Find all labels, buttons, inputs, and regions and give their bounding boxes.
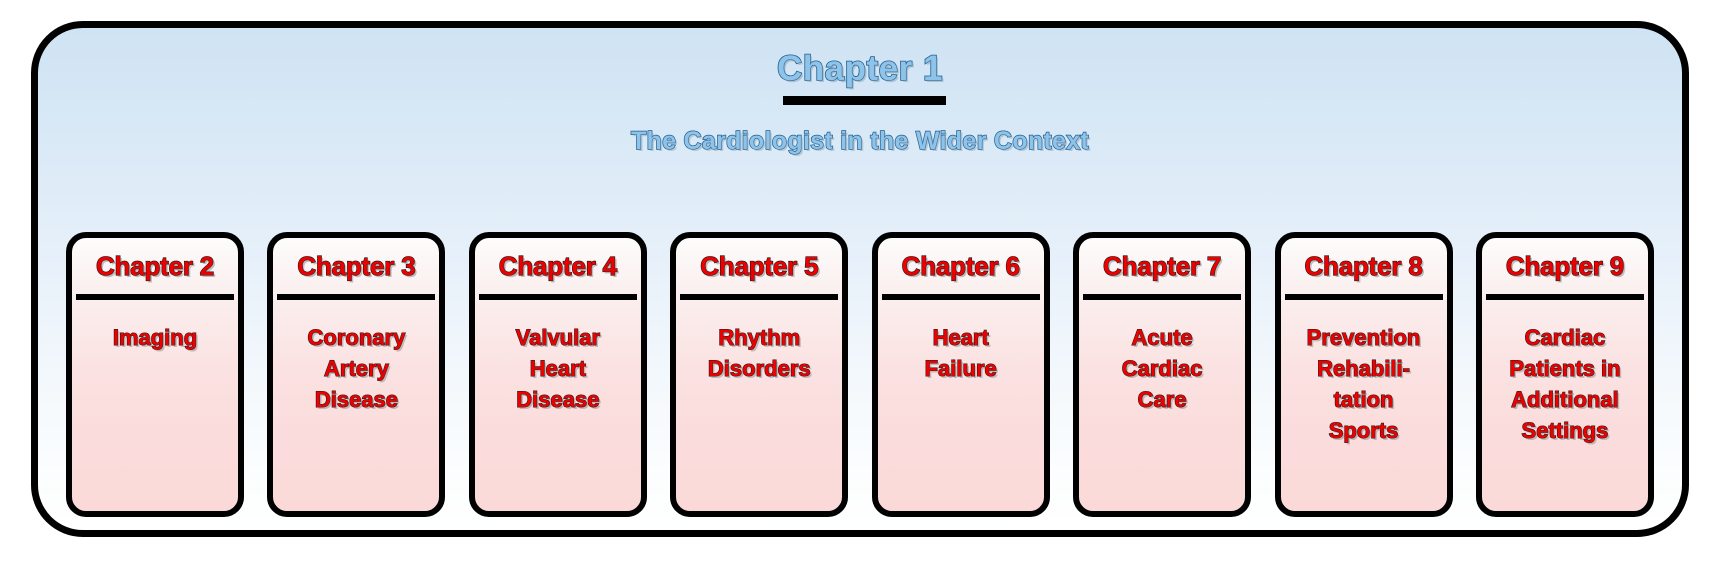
chapter1-title: Chapter 1 — [776, 48, 943, 89]
chapter-boxes-row: Chapter 2 Imaging Chapter 3 Coronary Art… — [66, 232, 1654, 517]
chapter-box-4[interactable]: Chapter 4 Valvular Heart Disease — [468, 232, 647, 517]
chapter-box-2[interactable]: Chapter 2 Imaging — [66, 232, 244, 517]
chapter-box-4-divider — [478, 294, 637, 300]
chapter-box-6-divider — [881, 294, 1040, 300]
chapter-box-2-number: Chapter 2 — [95, 250, 215, 281]
chapter-box-7-topic: Acute Cardiac Care — [1121, 324, 1203, 412]
chapter-box-8-body: Prevention Rehabili- tation Sports — [1281, 300, 1447, 511]
chapter-box-5-header: Chapter 5 — [676, 238, 842, 294]
chapter-box-2-body: Imaging — [72, 300, 238, 511]
chapter1-header: Chapter 1 The Cardiologist in the Wider … — [38, 28, 1682, 218]
chapter-box-3-body: Coronary Artery Disease — [273, 300, 439, 511]
chapter-box-7[interactable]: Chapter 7 Acute Cardiac Care — [1073, 232, 1252, 517]
chapter-box-3-header: Chapter 3 — [273, 238, 439, 294]
chapter-box-3-topic: Coronary Artery Disease — [307, 324, 406, 412]
chapter-box-2-header: Chapter 2 — [72, 238, 238, 294]
chapter-box-2-divider — [76, 294, 234, 300]
chapter-box-5-topic: Rhythm Disorders — [707, 324, 811, 381]
chapter-box-7-header: Chapter 7 — [1079, 238, 1245, 294]
chapter-box-4-topic: Valvular Heart Disease — [515, 324, 601, 412]
chapter1-title-underline — [783, 96, 946, 105]
chapter-box-6-number: Chapter 6 — [901, 250, 1021, 281]
chapter-box-3-number: Chapter 3 — [297, 250, 417, 281]
chapter-box-6[interactable]: Chapter 6 Heart Failure — [871, 232, 1050, 517]
chapter-box-7-body: Acute Cardiac Care — [1079, 300, 1245, 511]
chapter-box-5-body: Rhythm Disorders — [676, 300, 842, 511]
chapter-box-2-topic: Imaging — [112, 324, 198, 350]
chapter-box-5-number: Chapter 5 — [700, 250, 820, 281]
chapter-box-9-body: Cardiac Patients in Additional Settings — [1482, 300, 1648, 511]
chapter-box-9-header: Chapter 9 — [1482, 238, 1648, 294]
chapter-box-9-divider — [1485, 294, 1644, 300]
chapter-box-9-topic: Cardiac Patients in Additional Settings — [1509, 324, 1621, 443]
chapter-box-8-divider — [1284, 294, 1443, 300]
chapter-box-6-body: Heart Failure — [878, 300, 1044, 511]
chapter-box-4-number: Chapter 4 — [498, 250, 618, 281]
chapter-box-7-number: Chapter 7 — [1102, 250, 1222, 281]
chapter-box-8-header: Chapter 8 — [1281, 238, 1447, 294]
chapter1-subtitle: The Cardiologist in the Wider Context — [630, 126, 1090, 155]
chapter-box-7-divider — [1083, 294, 1242, 300]
chapter-box-8-topic: Prevention Rehabili- tation Sports — [1306, 324, 1421, 443]
chapter-box-4-header: Chapter 4 — [475, 238, 641, 294]
chapter-box-5[interactable]: Chapter 5 Rhythm Disorders — [670, 232, 849, 517]
chapter-box-4-body: Valvular Heart Disease — [475, 300, 641, 511]
chapter-box-9-number: Chapter 9 — [1505, 250, 1625, 281]
chapter-box-6-header: Chapter 6 — [878, 238, 1044, 294]
chapter-box-5-divider — [680, 294, 839, 300]
chapter1-container: Chapter 1 The Cardiologist in the Wider … — [31, 21, 1689, 537]
chapter-box-9[interactable]: Chapter 9 Cardiac Patients in Additional… — [1475, 232, 1654, 517]
chapter-box-3[interactable]: Chapter 3 Coronary Artery Disease — [267, 232, 446, 517]
chapter-box-6-topic: Heart Failure — [924, 324, 997, 381]
chapter-box-8-number: Chapter 8 — [1304, 250, 1424, 281]
chapter-box-8[interactable]: Chapter 8 Prevention Rehabili- tation Sp… — [1274, 232, 1453, 517]
chapter-box-3-divider — [277, 294, 436, 300]
